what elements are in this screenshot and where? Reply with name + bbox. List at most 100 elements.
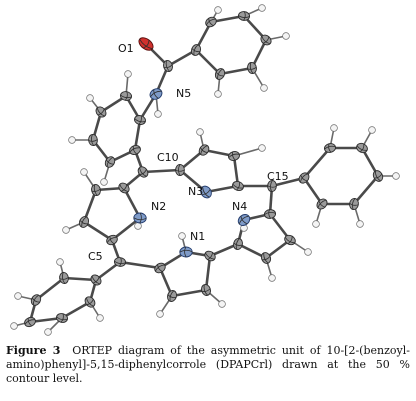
atom-r3b: [198, 144, 210, 156]
atom-ellipsoids: [10, 4, 400, 336]
atom-s6: [84, 296, 96, 308]
label-c10: C10: [157, 151, 179, 164]
atom-n1: [179, 246, 193, 258]
hydrogen-atom: [330, 124, 338, 132]
atom-s4: [24, 316, 36, 328]
atom-b5: [247, 61, 257, 75]
atom-p6: [134, 115, 146, 125]
atom-c-co: [163, 60, 173, 72]
hydrogen-atom: [156, 310, 164, 318]
label-c15: C15: [267, 170, 289, 183]
hydrogen-atom: [260, 84, 268, 92]
atom-p1: [119, 91, 133, 101]
hydrogen-atom: [154, 110, 162, 118]
hydrogen-atom: [62, 226, 70, 234]
bond-s2-s3: [34, 276, 66, 302]
bond-b5-b6: [218, 66, 254, 76]
hydrogen-atom: [100, 178, 108, 186]
hydrogen-atom: [96, 314, 104, 322]
atom-b4: [260, 34, 272, 46]
atom-s3: [30, 294, 42, 306]
bond-q4-q5: [352, 174, 380, 206]
bond-q6-q1: [302, 176, 324, 206]
hydrogen-atom: [178, 232, 186, 240]
atom-q6: [316, 198, 328, 210]
bond-network: [13, 7, 397, 333]
hydrogen-atom: [258, 144, 266, 152]
atom-b2: [205, 16, 217, 28]
atom-r4b: [284, 234, 296, 246]
atom-n3: [200, 185, 212, 199]
atom-s1: [90, 274, 102, 286]
atom-p5: [129, 144, 141, 156]
atom-p2: [95, 106, 107, 118]
label-n5: N5: [176, 87, 191, 100]
hydrogen-atom: [392, 172, 400, 180]
hydrogen-atom: [356, 220, 364, 228]
hydrogen-atom: [304, 248, 312, 256]
atom-labels: O1 N5 C10 N3 C15 N2 N4 N1 C5: [88, 42, 289, 263]
atom-q2: [323, 143, 337, 153]
atom-q5: [349, 197, 359, 211]
atom-r4d: [233, 238, 243, 250]
label-o1: O1: [118, 42, 134, 55]
caption-text: ORTEP diagram of the asymmetric unit of …: [6, 344, 410, 385]
ortep-diagram: O1 N5 C10 N3 C15 N2 N4 N1 C5: [10, 4, 400, 336]
atom-c5: [113, 257, 127, 267]
bond-r2c-r2d: [82, 220, 114, 242]
atom-r3d: [232, 180, 244, 192]
hydrogen-atom: [282, 32, 290, 40]
atom-r1c: [167, 290, 177, 302]
hydrogen-atom: [368, 126, 376, 134]
atom-r3a: [175, 163, 185, 177]
hydrogen-atom: [218, 300, 226, 308]
hydrogen-atom: [86, 94, 94, 102]
hydrogen-atom: [134, 222, 142, 230]
hydrogen-atom: [68, 136, 76, 144]
label-n4: N4: [232, 200, 247, 213]
label-n1: N1: [190, 230, 205, 243]
atom-r4c: [260, 252, 272, 264]
hydrogen-atom: [214, 6, 222, 14]
atom-r4a: [263, 209, 277, 219]
bond-r1b-r1c: [170, 288, 208, 298]
atom-p4: [104, 156, 116, 168]
bond-b6-b1: [194, 48, 222, 76]
hydrogen-atom: [312, 220, 320, 228]
atom-b6: [214, 68, 226, 80]
atom-q3: [356, 142, 368, 154]
figure-caption: Figure 3 ORTEP diagram of the asymmetric…: [6, 344, 410, 386]
atom-q1: [298, 172, 310, 184]
atom-n5: [149, 88, 163, 100]
atom-b1: [190, 44, 202, 56]
label-n2: N2: [151, 200, 166, 213]
bond-r1d-c5: [118, 260, 162, 270]
atom-q4: [372, 170, 384, 182]
atom-n2: [133, 212, 147, 224]
caption-label: Figure 3: [6, 344, 61, 357]
ortep-figure: O1 N5 C10 N3 C15 N2 N4 N1 C5: [10, 4, 400, 336]
atom-r1a: [204, 250, 216, 262]
atom-c15: [267, 179, 277, 193]
hydrogen-atom: [56, 258, 64, 266]
hydrogen-atom: [196, 128, 204, 136]
label-c5: C5: [88, 250, 103, 263]
atom-r1b: [201, 284, 211, 296]
hydrogen-atom: [80, 168, 88, 176]
hydrogen-atom: [14, 292, 22, 300]
atom-r3c: [228, 151, 240, 161]
atom-r2d: [106, 234, 118, 246]
atom-s2: [59, 271, 69, 285]
atom-r1d: [154, 262, 166, 274]
hydrogen-atom: [124, 70, 132, 78]
hydrogen-atom: [268, 274, 276, 282]
hydrogen-atom: [10, 322, 18, 330]
atom-r2a: [118, 182, 130, 194]
atom-o1: [138, 37, 154, 51]
hydrogen-atom: [44, 328, 52, 336]
hydrogen-atom: [258, 4, 266, 12]
atom-r2b: [91, 184, 101, 196]
atom-p3: [88, 133, 98, 147]
bond-q1-q2: [302, 146, 332, 180]
atom-r2c: [78, 216, 90, 228]
